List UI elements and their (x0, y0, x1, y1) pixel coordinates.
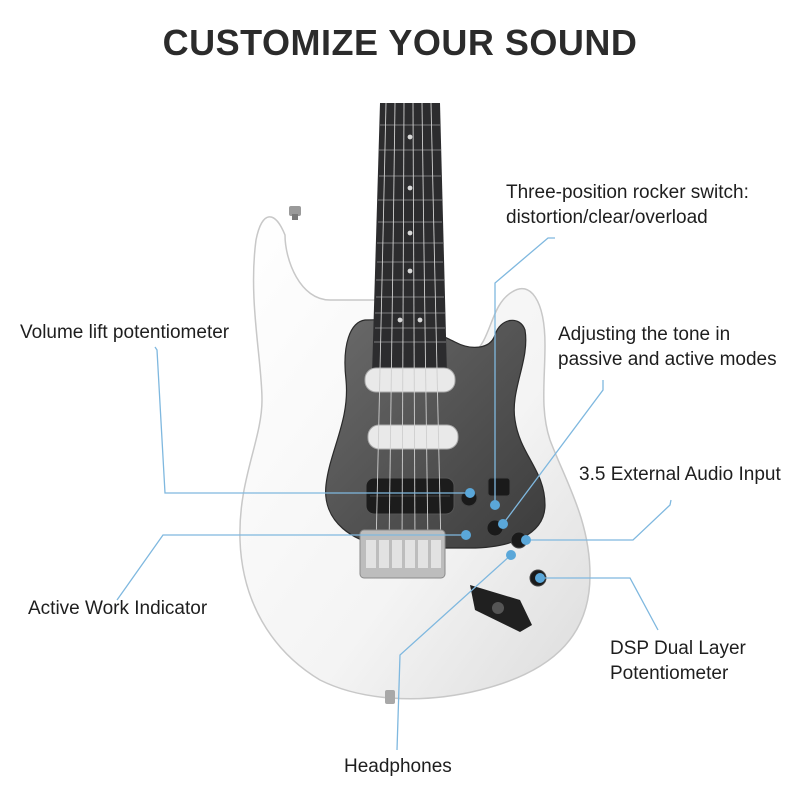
callout-audio-input-line1: 3.5 External Audio Input (579, 464, 781, 485)
marker-active-indicator (461, 530, 471, 540)
bridge (359, 529, 446, 579)
leader-rocker-switch (494, 237, 555, 505)
callout-rocker-switch: Three-position rocker switch: distortion… (506, 180, 749, 230)
callout-dsp-line2: Potentiometer (610, 663, 729, 684)
callout-volume-lift-line1: Volume lift potentiometer (20, 322, 230, 343)
marker-volume-lift (465, 488, 475, 498)
bridge-humbucker (365, 477, 455, 515)
neck-pickup (364, 367, 456, 393)
marker-tone (498, 519, 508, 529)
marker-rocker-switch (490, 500, 500, 510)
callout-headphones-line1: Headphones (344, 756, 452, 777)
output-jack-plate (470, 585, 532, 632)
callout-tone-line2: passive and active modes (558, 349, 777, 370)
callout-active-indicator: Active Work Indicator (28, 596, 207, 621)
page-title: CUSTOMIZE YOUR SOUND (162, 22, 638, 63)
callout-active-indicator-line1: Active Work Indicator (28, 598, 208, 619)
leader-headphones (396, 554, 512, 751)
callout-tone: Adjusting the tone in passive and active… (558, 322, 777, 372)
callout-rocker-switch-line2: distortion/clear/overload (506, 207, 708, 228)
callout-leaders (116, 237, 672, 751)
callout-dsp: DSP Dual Layer Potentiometer (610, 636, 746, 686)
leader-audio-input (526, 499, 672, 541)
callout-dsp-line1: DSP Dual Layer (610, 638, 746, 659)
middle-pickup (367, 424, 459, 450)
marker-audio-input (521, 535, 531, 545)
callout-markers (461, 488, 545, 583)
callout-volume-lift: Volume lift potentiometer (20, 320, 229, 345)
callout-rocker-switch-line1: Three-position rocker switch: (506, 182, 749, 203)
strap-button (289, 206, 301, 220)
strings (375, 102, 442, 549)
end-pin (385, 690, 395, 704)
marker-dsp (535, 573, 545, 583)
fretboard (372, 103, 447, 375)
leader-active-indicator (116, 534, 466, 601)
leader-dsp (540, 577, 659, 631)
callout-tone-line1: Adjusting the tone in (558, 324, 731, 345)
callout-headphones: Headphones (344, 754, 452, 779)
leader-tone (502, 380, 604, 525)
marker-headphones (506, 550, 516, 560)
leader-volume-lift (154, 346, 470, 494)
callout-audio-input: 3.5 External Audio Input (579, 462, 781, 487)
